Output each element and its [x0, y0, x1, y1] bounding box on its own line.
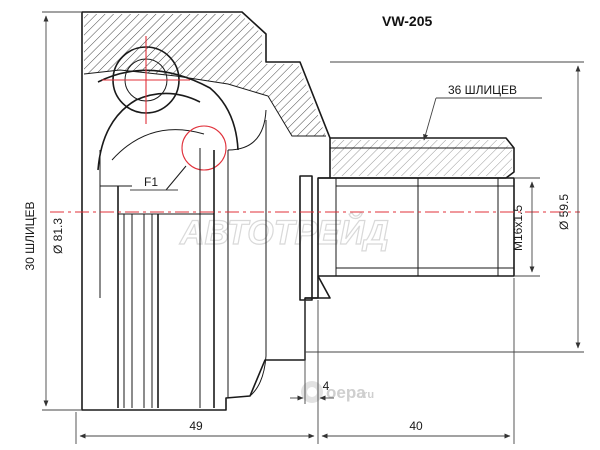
body-length-label: 49: [189, 419, 203, 433]
left-diameter-label: Ø 81.3: [51, 218, 65, 254]
left-splines-label: 30 ШЛИЦЕВ: [23, 201, 37, 270]
watermark-logo: oepa .ru: [301, 381, 374, 403]
f1-label: F1: [144, 175, 158, 189]
leader-right-splines: 36 ШЛИЦЕВ: [423, 83, 542, 141]
thread-label: M16x1.5: [511, 205, 525, 251]
gap-label: 4: [323, 379, 330, 393]
watermark-main: АВТОТРЕЙД: [179, 213, 389, 252]
dimension-thread: M16x1.5: [511, 177, 540, 277]
right-splines-label: 36 ШЛИЦЕВ: [448, 83, 517, 97]
output-shaft: [305, 137, 515, 299]
right-diameter-label: Ø 59.5: [557, 194, 571, 230]
leader-f1: F1: [130, 175, 178, 191]
dimension-right-diameter: Ø 59.5: [305, 61, 584, 353]
shaft-length-label: 40: [409, 419, 423, 433]
watermark: АВТОТРЕЙД oepa .ru: [178, 212, 389, 403]
part-number: VW-205: [382, 13, 433, 29]
f1-detail-circle: [181, 125, 227, 171]
watermark-domain: .ru: [360, 389, 374, 401]
joint-housing: [81, 11, 331, 411]
dimension-lengths: 49 40 4: [75, 278, 515, 444]
watermark-brand: oepa: [326, 383, 366, 402]
dimension-left-diameter: 30 ШЛИЦЕВ Ø 81.3: [23, 11, 82, 411]
